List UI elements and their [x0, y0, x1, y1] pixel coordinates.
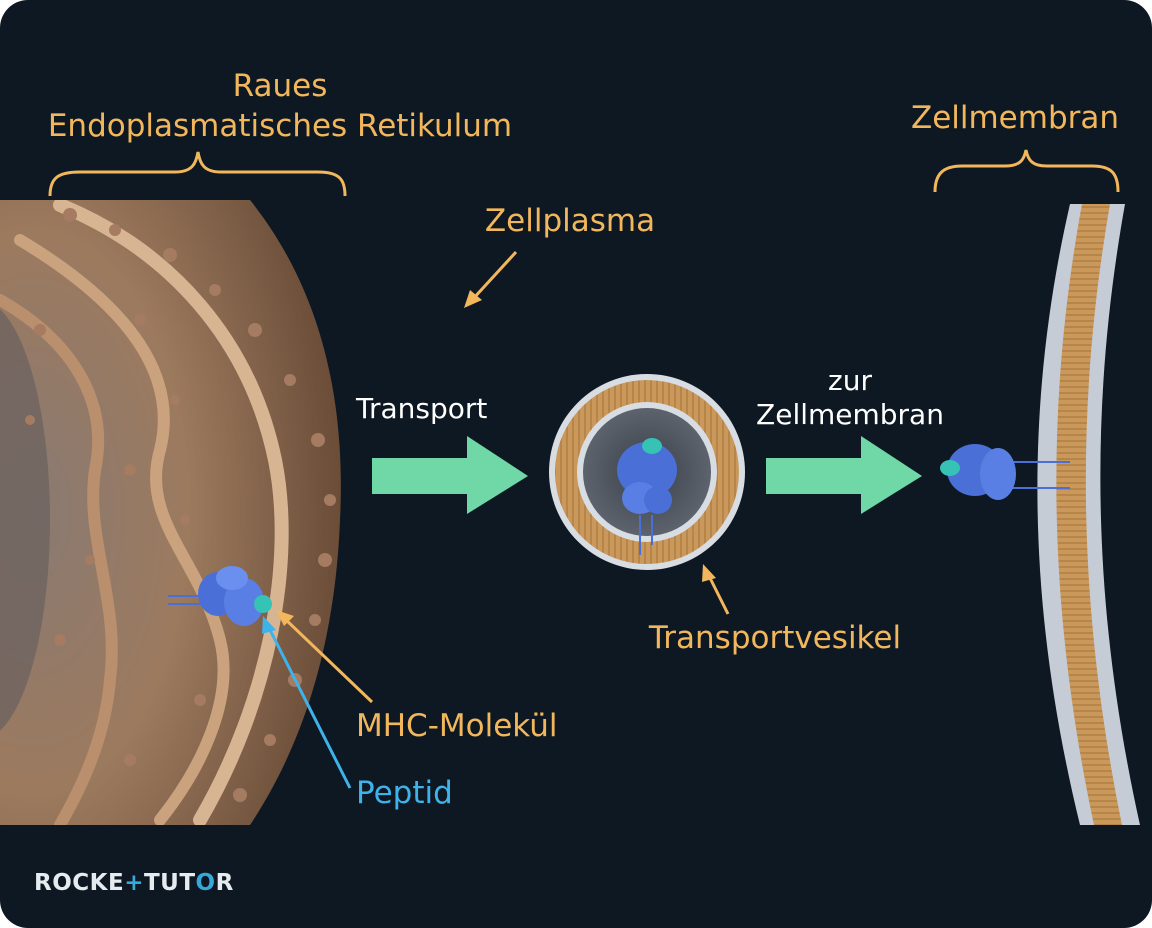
transport-arrow-1 — [372, 436, 528, 514]
vesicle-label: Transportvesikel — [648, 620, 902, 656]
er-title-line2: Endoplasmatisches Retikulum — [47, 108, 513, 144]
transport-label: Transport — [356, 392, 488, 425]
er-nucleus-region — [0, 309, 50, 731]
cytoplasm-label: Zellplasma — [484, 203, 656, 239]
mhc-molecule-vesicle — [617, 438, 677, 555]
peptide-vesicle — [642, 438, 662, 454]
logo-part1: ROCKE — [34, 870, 125, 896]
er-title: Raues Endoplasmatisches Retikulum — [20, 66, 540, 146]
peptide-pointer-arrow — [262, 616, 352, 789]
rockettutor-logo: ROCKE+TUTOR — [34, 870, 234, 896]
er-brace — [48, 151, 347, 197]
transport-vesicle — [549, 374, 745, 570]
logo-plus: + — [124, 870, 144, 896]
vesicle-pointer-arrow — [702, 564, 730, 615]
logo-o: O — [195, 870, 216, 896]
to-membrane-label: zur Zellmembran — [750, 364, 950, 432]
peptide-membrane — [940, 460, 960, 476]
to-membrane-line1: zur — [828, 364, 872, 397]
mhc-pointer-arrow — [276, 610, 374, 704]
cytoplasm-pointer-arrow — [464, 250, 518, 308]
cell-membrane — [940, 204, 1140, 825]
er-cisterna-2 — [14, 234, 230, 825]
mhc-label: MHC-Molekül — [356, 708, 558, 744]
mhc-molecule-membrane — [940, 444, 1070, 500]
to-membrane-line2: Zellmembran — [756, 398, 944, 431]
peptide-label: Peptid — [356, 775, 453, 811]
er-title-line1: Raues — [232, 68, 328, 104]
logo-r: R — [215, 870, 234, 896]
logo-part2: TUT — [143, 870, 196, 896]
er-cisterna-1 — [53, 200, 289, 825]
peptide-er — [254, 595, 272, 613]
membrane-brace — [933, 149, 1120, 193]
membrane-title: Zellmembran — [910, 100, 1120, 136]
mhc-molecule-er — [168, 566, 272, 626]
transport-arrow-2 — [766, 436, 922, 514]
rough-er-illustration — [0, 200, 341, 825]
er-cisterna-3 — [0, 294, 118, 825]
